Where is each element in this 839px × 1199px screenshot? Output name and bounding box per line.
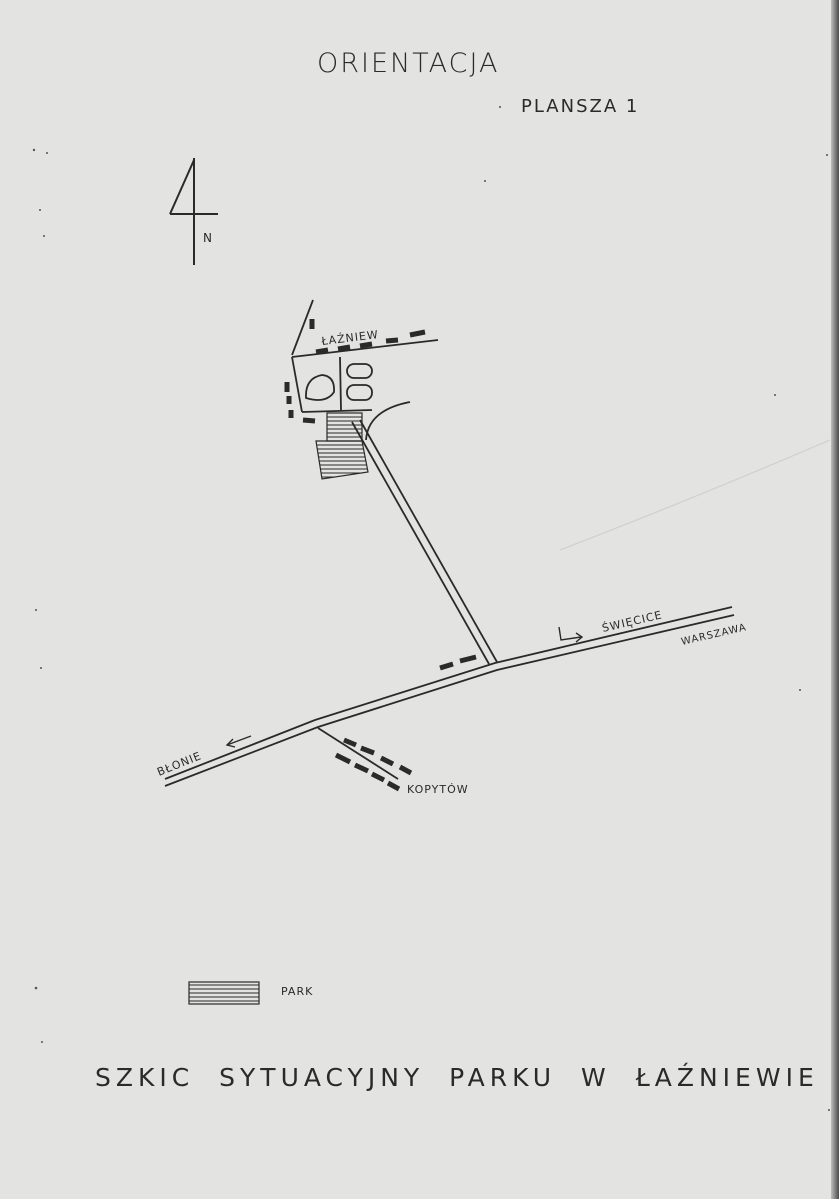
legend-park-swatch xyxy=(188,981,260,1005)
map-caption: SZKIC SYTUACYJNY PARKU W ŁAŹNIEWIE xyxy=(95,1063,819,1092)
label-kopytow: KOPYTÓW xyxy=(407,783,469,796)
sheet-edge xyxy=(831,0,839,1199)
paper-specks xyxy=(32,106,830,1111)
main-road xyxy=(164,606,735,787)
arrow-to-blonie-icon xyxy=(225,735,252,748)
north-arrow-icon xyxy=(169,158,218,265)
sheet-label: PLANSZA 1 xyxy=(521,96,640,117)
settlement-dashes xyxy=(284,319,477,671)
north-label: N xyxy=(203,231,213,245)
arrow-to-swiecice-icon xyxy=(558,626,584,643)
access-road xyxy=(351,401,498,665)
park-area xyxy=(315,412,369,480)
lazniew-settlement xyxy=(291,299,439,413)
kopytow-road xyxy=(317,727,413,792)
legend-park-label: PARK xyxy=(281,985,314,998)
map-title: ORIENTACJA xyxy=(317,48,500,79)
paper-crease xyxy=(559,439,831,551)
